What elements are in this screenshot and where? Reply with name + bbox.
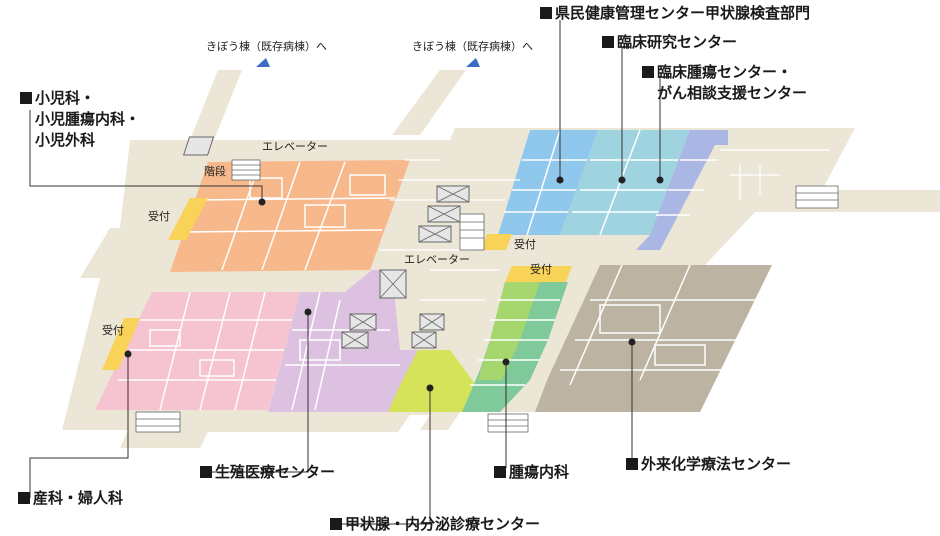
stairs-symbols[interactable] <box>135 159 839 433</box>
square-marker-icon <box>18 492 30 504</box>
reception-label-right: 受付 <box>530 263 552 276</box>
square-marker-icon <box>20 92 32 104</box>
square-marker-icon <box>602 36 614 48</box>
label-rinsho-shuyo[interactable]: 臨床腫瘍センター・ がん相談支援センター <box>642 62 807 104</box>
kenmin-area[interactable] <box>498 129 598 236</box>
reception-label-center: 受付 <box>514 238 536 251</box>
elevator-label-mid: エレベーター <box>404 253 470 266</box>
chemotherapy-area[interactable] <box>535 264 772 412</box>
square-marker-icon <box>626 458 638 470</box>
reception-right[interactable] <box>505 266 572 282</box>
reception-center[interactable] <box>481 234 512 250</box>
square-marker-icon <box>540 7 552 19</box>
square-marker-icon <box>494 466 506 478</box>
label-koujousen[interactable]: 甲状腺・内分泌診療センター <box>330 514 540 535</box>
square-marker-icon <box>200 466 212 478</box>
label-seishoku[interactable]: 生殖医療センター <box>200 462 335 483</box>
location-dots <box>124 176 664 392</box>
obgyn-area[interactable] <box>95 291 300 411</box>
reception-label-left-top: 受付 <box>148 210 170 223</box>
label-rinsho-kenkyu[interactable]: 臨床研究センター <box>602 32 737 53</box>
reception-left-top[interactable] <box>168 198 208 240</box>
arrow-up-right-icon <box>466 58 480 67</box>
leader-lines <box>29 20 661 525</box>
elevator-label-top: エレベーター <box>262 140 328 153</box>
label-shuyo-naika[interactable]: 腫瘍内科 <box>494 462 569 483</box>
direction-kibou-left[interactable]: きぼう棟（既存病棟）へ <box>206 40 327 53</box>
stairs-label: 階段 <box>204 165 226 178</box>
square-marker-icon <box>642 66 654 78</box>
label-shoni[interactable]: 小児科・ 小児腫瘍内科・ 小児外科 <box>20 88 140 151</box>
reception-label-left-bottom: 受付 <box>102 324 124 337</box>
corridor-lines <box>380 149 830 301</box>
direction-kibou-right[interactable]: きぼう棟（既存病棟）へ <box>412 40 533 53</box>
oncology-area[interactable] <box>462 282 568 412</box>
label-sanka[interactable]: 産科・婦人科 <box>18 488 123 509</box>
elevator-cross-marks <box>341 185 470 349</box>
thyroid-area[interactable] <box>388 350 476 412</box>
label-kenmin[interactable]: 県民健康管理センター甲状腺検査部門 <box>540 3 810 24</box>
arrow-up-left-icon <box>256 58 270 67</box>
elevator-bank-top[interactable] <box>182 136 215 156</box>
square-marker-icon <box>330 518 342 530</box>
reception-left-bottom[interactable] <box>102 318 140 370</box>
pediatrics-area[interactable] <box>170 160 410 272</box>
label-gairai-kagaku[interactable]: 外来化学療法センター <box>626 454 791 475</box>
cancer-support-area[interactable] <box>636 130 728 250</box>
